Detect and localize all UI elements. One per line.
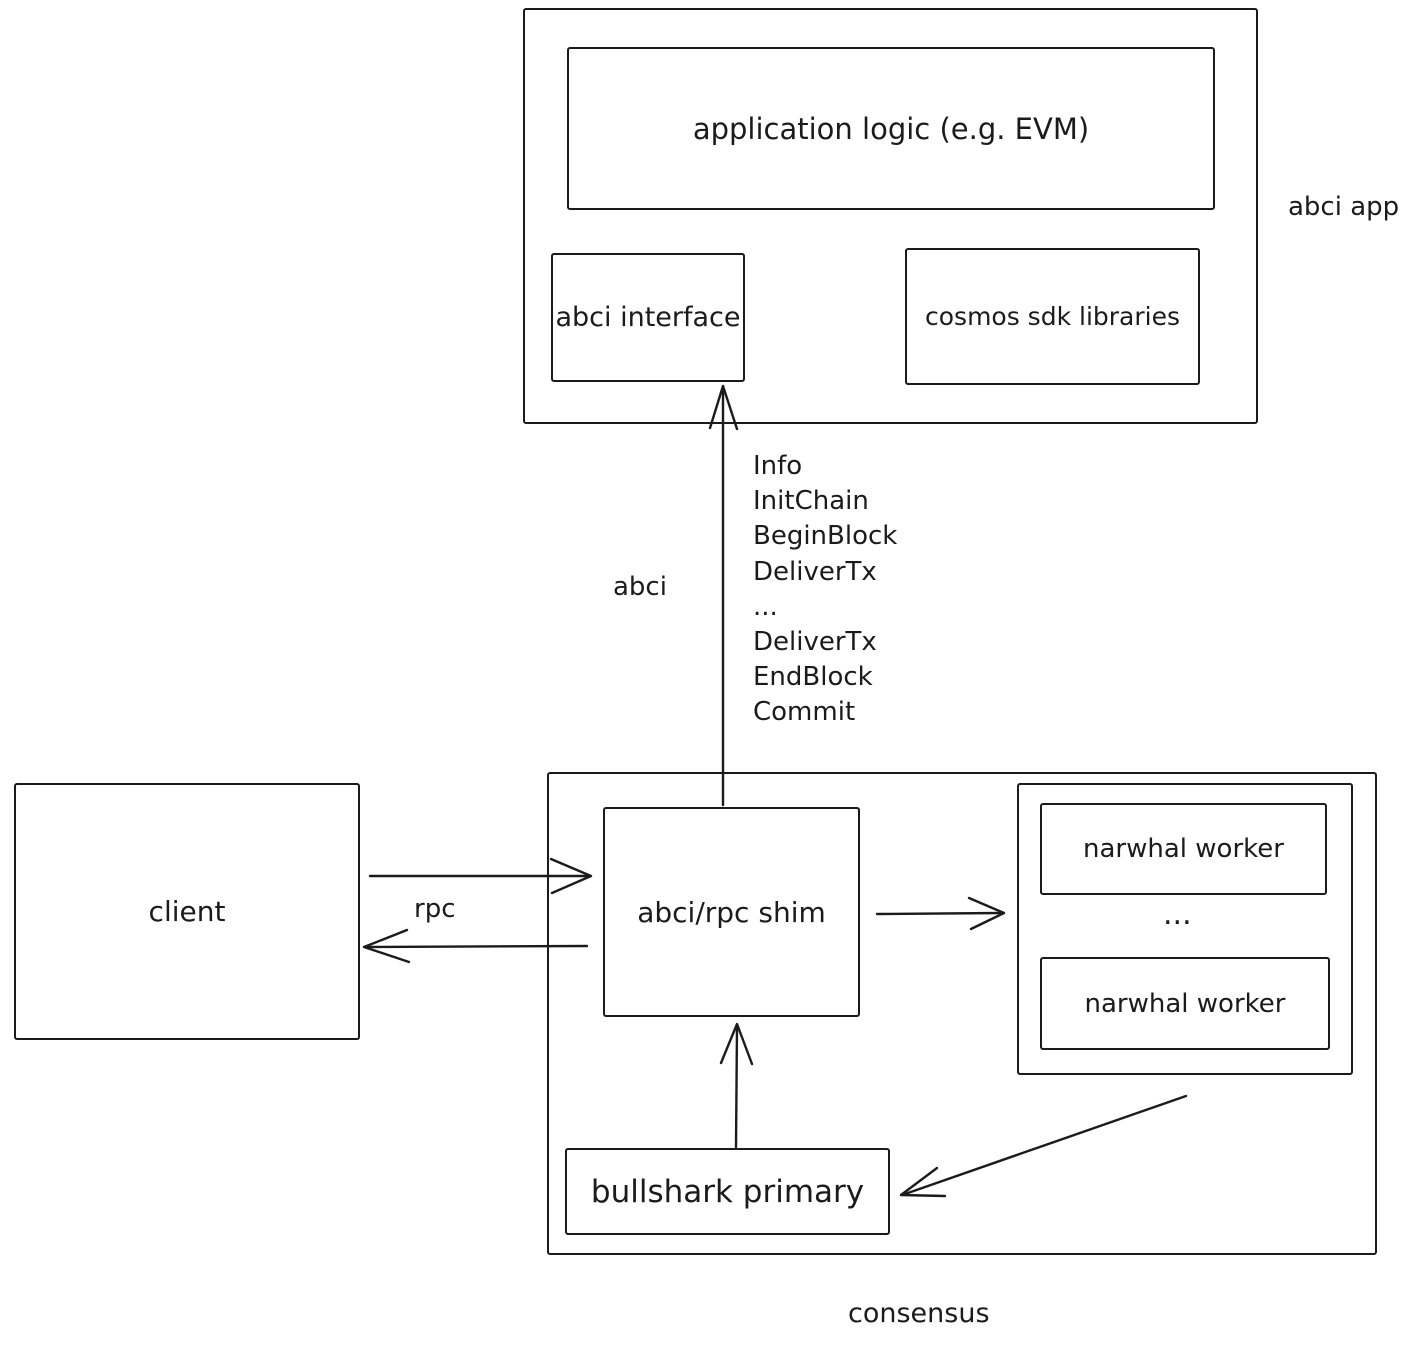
rpc-label: rpc (414, 894, 456, 924)
abci-message: DeliverTx (753, 627, 877, 658)
cosmos-sdk-label: cosmos sdk libraries (925, 302, 1180, 331)
abci-message: EndBlock (753, 662, 873, 693)
consensus-group-label: consensus (848, 1298, 990, 1329)
abci-message: InitChain (753, 486, 869, 517)
workers-ellipsis: ... (1163, 897, 1192, 932)
abci-app-group-label: abci app (1288, 192, 1400, 222)
abci-message: Commit (753, 697, 856, 728)
cosmos-sdk-box: cosmos sdk libraries (905, 248, 1200, 385)
abci-rpc-shim-label: abci/rpc shim (637, 895, 826, 929)
abci-interface-label: abci interface (555, 302, 741, 333)
abci-arrow (708, 384, 739, 807)
abci-message: DeliverTx (753, 556, 877, 587)
abci-message: Info (753, 451, 803, 481)
abci-app-box (523, 8, 1258, 424)
abci-rpc-shim-box: abci/rpc shim (603, 807, 860, 1017)
bullshark-primary-box: bullshark primary (565, 1148, 890, 1235)
narwhal-worker-box: narwhal worker (1040, 957, 1330, 1050)
narwhal-worker-box: narwhal worker (1040, 803, 1327, 895)
abci-message-list: Info InitChain BeginBlock DeliverTx ... … (753, 449, 897, 731)
application-logic-box: application logic (e.g. EVM) (567, 47, 1215, 210)
client-label: client (148, 895, 226, 928)
application-logic-label: application logic (e.g. EVM) (692, 111, 1090, 146)
abci-message: ... (753, 591, 778, 622)
abci-interface-box: abci interface (551, 253, 745, 382)
narwhal-workers-container (1017, 783, 1353, 1075)
consensus-box (547, 772, 1377, 1255)
narwhal-worker-label: narwhal worker (1084, 988, 1286, 1019)
narwhal-worker-label: narwhal worker (1083, 834, 1284, 864)
abci-channel-label: abci (613, 572, 667, 602)
client-box: client (14, 783, 360, 1040)
abci-message: BeginBlock (753, 521, 898, 552)
bullshark-primary-label: bullshark primary (590, 1173, 865, 1210)
